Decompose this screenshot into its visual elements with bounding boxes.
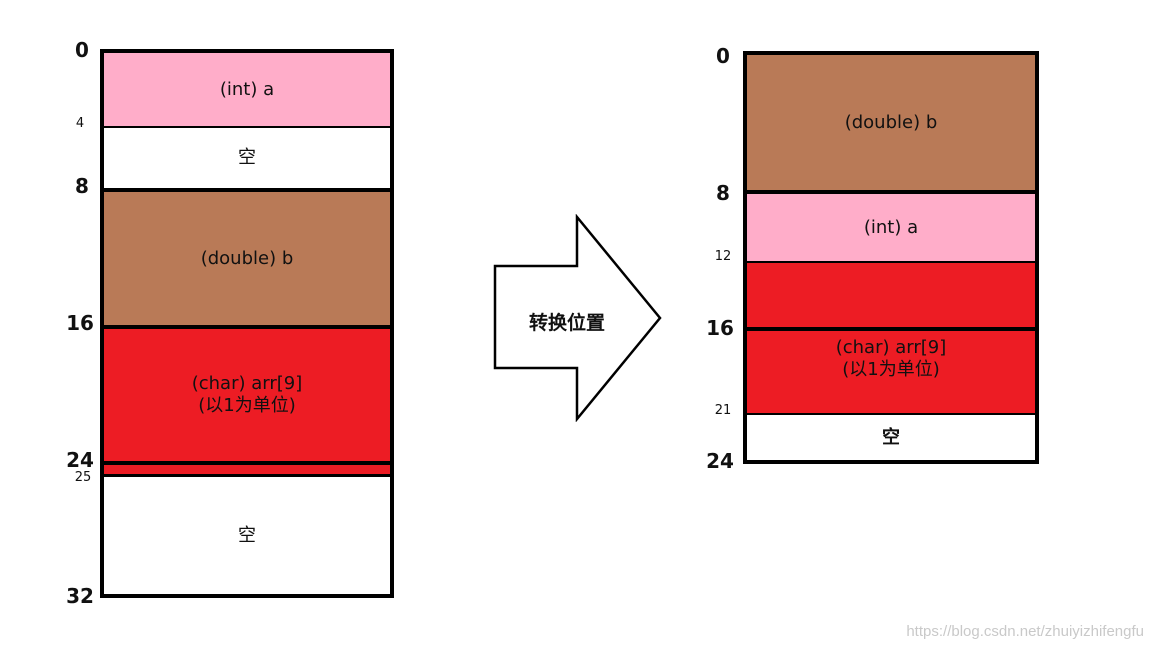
left-segment-char: (char) arr[9] (以1为单位) bbox=[104, 329, 390, 461]
right-segment-int: (int) a bbox=[747, 194, 1035, 261]
left-offset-25: 25 bbox=[74, 470, 92, 485]
right-offset-16: 16 bbox=[706, 316, 734, 340]
right-divider-21 bbox=[747, 413, 1035, 415]
right-segment-int-label: (int) a bbox=[863, 216, 919, 238]
left-divider-25 bbox=[104, 474, 390, 477]
left-divider-24 bbox=[104, 461, 390, 465]
right-segment-char-label-1: (char) arr[9] bbox=[835, 337, 947, 358]
right-divider-8 bbox=[747, 190, 1035, 194]
left-segment-char-label-1: (char) arr[9] bbox=[191, 373, 303, 394]
right-segment-empty-label: 空 bbox=[882, 426, 900, 448]
right-divider-16 bbox=[747, 327, 1035, 331]
left-memory-layout: (int) a 空 (double) b (char) arr[9] (以1为单… bbox=[100, 49, 394, 598]
right-offset-0: 0 bbox=[716, 44, 730, 68]
left-segment-empty-2-label: 空 bbox=[238, 524, 256, 546]
left-segment-char-label-2: (以1为单位) bbox=[198, 395, 296, 416]
left-segment-double: (double) b bbox=[104, 192, 390, 325]
right-offset-8: 8 bbox=[716, 181, 730, 205]
left-offset-32: 32 bbox=[66, 584, 94, 608]
left-divider-8 bbox=[104, 188, 390, 192]
right-segment-empty: 空 bbox=[747, 415, 1035, 460]
arrow-label: 转换位置 bbox=[528, 312, 605, 334]
right-offset-21: 21 bbox=[714, 403, 732, 418]
left-offset-0: 0 bbox=[75, 38, 89, 62]
left-offset-4: 4 bbox=[75, 116, 85, 131]
right-segment-double: (double) b bbox=[747, 55, 1035, 190]
left-segment-empty-1: 空 bbox=[104, 128, 390, 188]
left-segment-empty-1-label: 空 bbox=[238, 147, 256, 168]
left-divider-16 bbox=[104, 325, 390, 329]
right-segment-double-label: (double) b bbox=[844, 111, 938, 133]
left-segment-empty-2: 空 bbox=[104, 477, 390, 594]
right-segment-char-label-2: (以1为单位) bbox=[842, 359, 940, 380]
left-divider-4 bbox=[104, 126, 390, 128]
right-memory-layout: (double) b (int) a (char) arr[9] (以1为单位)… bbox=[743, 51, 1039, 464]
left-segment-char-extra bbox=[104, 465, 390, 474]
left-segment-int-label: (int) a bbox=[219, 79, 275, 100]
watermark: https://blog.csdn.net/zhuiyizhifengfu bbox=[906, 623, 1144, 640]
left-segment-int: (int) a bbox=[104, 53, 390, 127]
right-segment-padding-char bbox=[747, 263, 1035, 327]
right-offset-24: 24 bbox=[706, 449, 734, 473]
left-offset-8: 8 bbox=[75, 174, 89, 198]
left-segment-double-label: (double) b bbox=[200, 247, 294, 269]
left-offset-16: 16 bbox=[66, 311, 94, 335]
right-divider-12 bbox=[747, 261, 1035, 263]
right-offset-12: 12 bbox=[714, 249, 732, 264]
right-segment-char: (char) arr[9] (以1为单位) bbox=[747, 331, 1035, 413]
left-offset-24: 24 bbox=[66, 448, 94, 472]
right-arrow-icon bbox=[493, 214, 662, 422]
